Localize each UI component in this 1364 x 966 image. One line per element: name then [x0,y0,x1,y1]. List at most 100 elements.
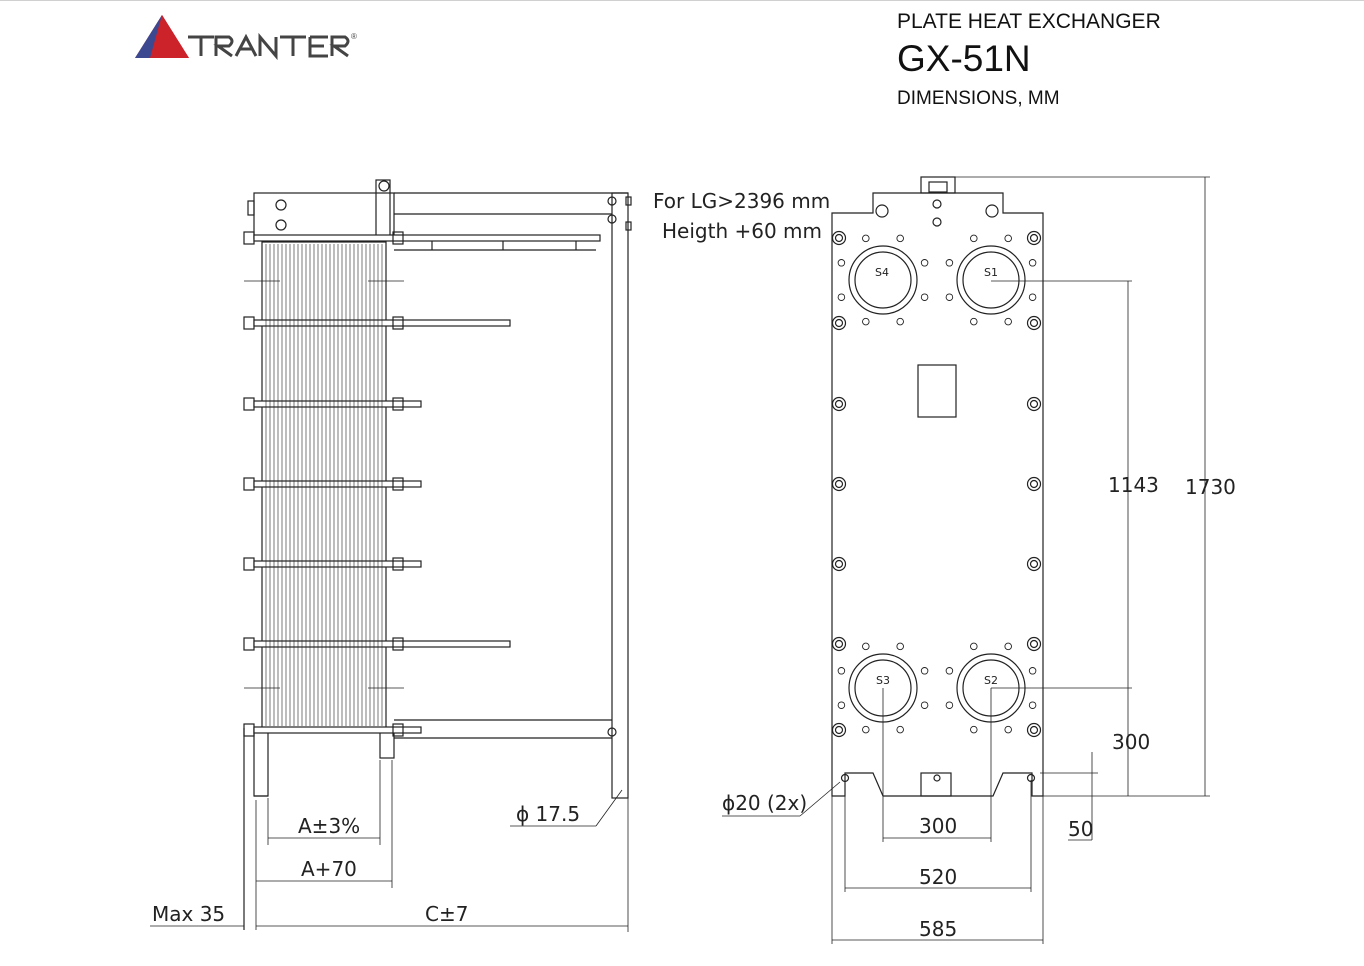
lifting-hole [875,204,889,218]
frame-bolt [831,476,847,492]
top-border-line [0,0,1364,1]
flange-bolt-hole [920,701,929,709]
flange-bolt-hole [862,234,870,243]
flange-bolt-hole [837,259,846,267]
flange-bolt-hole [945,667,954,675]
flange-bolt-hole [896,317,904,326]
flange-bolt-hole [837,701,846,709]
flange-bolt-hole [1004,317,1012,326]
flange-bolt-hole [1028,701,1037,709]
dim-label-frame: A+70 [301,857,357,881]
leader-hole [595,789,623,827]
flange-bolt-hole [920,259,929,267]
dim-label-overhang: Max 35 [152,902,225,926]
bolt-nut [243,637,255,651]
side-view [150,179,632,932]
flange-holes-group [837,234,1037,734]
port-opening [854,251,912,309]
bolt-nut [243,231,255,245]
frame-bolt-core [1029,399,1039,409]
dim-label-300-horizontal: 300 [919,814,957,838]
support-column [611,192,629,799]
dim-label-foot-holes: ϕ20 (2x) [722,791,807,815]
frame-bolt-core [834,559,844,569]
port-label-s2: S2 [984,674,998,687]
frame-bolt-core [834,233,844,243]
side-note-line1: For LG>2396 mm [653,189,830,213]
bottom-hole [933,774,941,782]
frame-bolt-core [834,479,844,489]
frame-bolt-core [834,318,844,328]
dim-label-length: C±7 [425,902,468,926]
front-view [722,176,1210,944]
flange-bolt-hole [945,259,954,267]
frame-bolt-core [834,639,844,649]
dim-label-300-vertical: 300 [1112,730,1150,754]
frame-bolt [831,556,847,572]
bolt-nut [243,477,255,491]
frame-bolt-core [1029,725,1039,735]
logo-registered-mark: ® [351,32,357,41]
flange-bolt-hole [970,317,978,326]
head-hole [275,199,287,211]
frame-bolt-core [1029,639,1039,649]
frame-bolt [1026,722,1042,738]
tranter-logo: ® [135,15,357,61]
flange-bolt-hole [945,293,954,301]
logo-wordmark [188,32,350,61]
tie-bolt [253,726,422,734]
frame-bolt [1026,230,1042,246]
flange-bolt-hole [896,642,904,651]
top-lifting-block [920,176,956,194]
port-label-s3: S3 [876,674,890,687]
units-label: DIMENSIONS, MM [897,88,1060,109]
flange-bolt-hole [862,317,870,326]
frame-bolt-core [834,725,844,735]
tie-bolt [253,400,422,408]
flange-bolt-hole [837,667,846,675]
bolt-nut [392,557,404,571]
port-label-s1: S1 [984,266,998,279]
port-flange [848,245,918,315]
port-opening [962,251,1020,309]
frame-bolt-core [1029,479,1039,489]
dim-label-585: 585 [919,917,957,941]
front-bolts-group [831,230,1042,738]
frame-bolt [1026,315,1042,331]
bolt-nut [392,397,404,411]
top-hole [932,199,942,209]
leader-foot-holes [799,781,841,817]
bottom-foot-block [920,772,952,797]
flange-bolt-hole [1028,259,1037,267]
frame-plate-outline [831,192,1044,797]
frame-bolt-core [1029,559,1039,569]
bolt-nut [243,316,255,330]
top-lifting-slot [928,181,948,193]
flange-bolt-hole [1028,667,1037,675]
frame-bolt [831,230,847,246]
side-note-line2: Heigth +60 mm [662,219,822,243]
frame-bolt [1026,396,1042,412]
port-flange [956,245,1026,315]
flange-bolt-hole [1004,642,1012,651]
flange-bolt-hole [970,725,978,734]
dim-label-50: 50 [1068,817,1093,841]
port-label-s4: S4 [875,266,889,279]
fixed-frame-head [253,192,395,239]
lifting-hole [378,180,390,192]
flange-bolt-hole [837,293,846,301]
frame-bolt-core [1029,233,1039,243]
tie-bolts-group [243,231,601,737]
bolt-nut [392,231,404,245]
port-s4 [848,245,918,315]
flange-bolt-hole [896,725,904,734]
dim-label-520: 520 [919,865,957,889]
flange-bolt-hole [970,642,978,651]
frame-bolt-core [1029,318,1039,328]
frame-bolt [1026,556,1042,572]
model-title: GX-51N [897,38,1031,79]
bar-hole [607,727,617,737]
frame-bolt [831,396,847,412]
tie-bolt [253,560,422,568]
